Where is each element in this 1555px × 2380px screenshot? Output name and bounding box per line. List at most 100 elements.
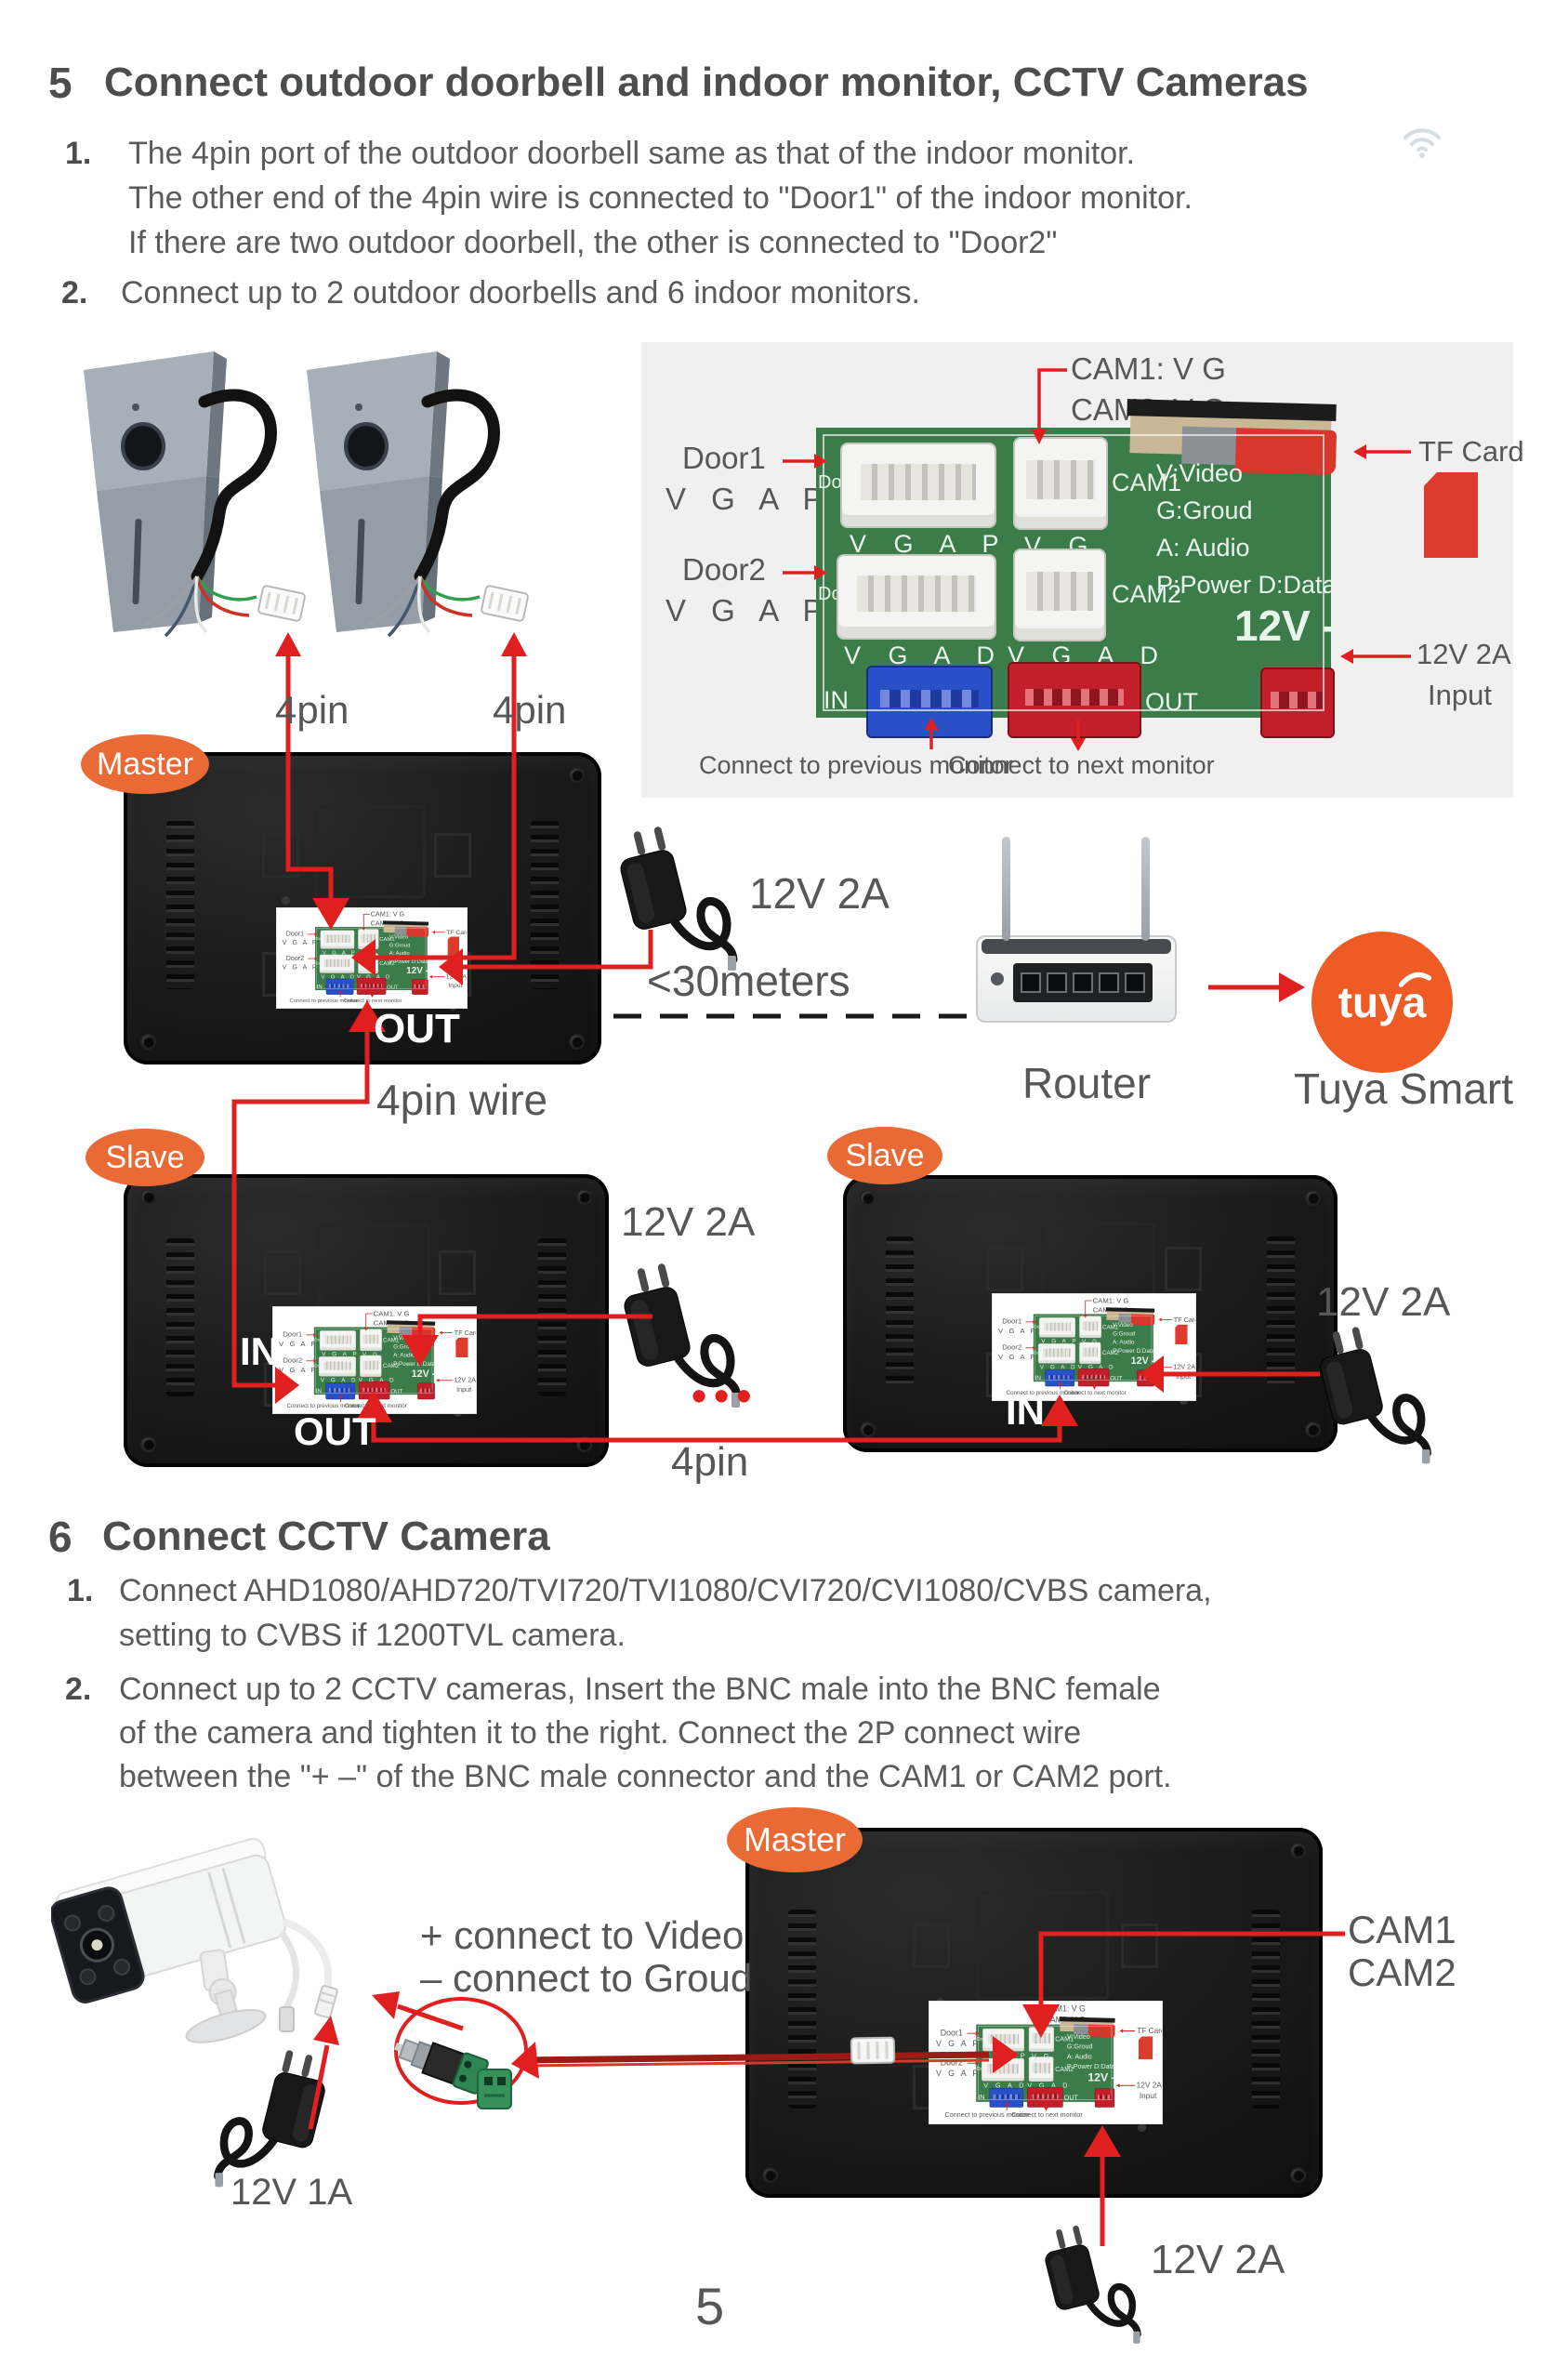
tf-card-icon	[455, 1337, 468, 1358]
door1-label: Door1	[1002, 1316, 1022, 1326]
in-pins-silk: V G A D	[1039, 1364, 1078, 1371]
tuya-arc-icon	[1399, 972, 1432, 987]
legend-power-data: P:Power D:Data	[389, 958, 428, 965]
mount-slot	[439, 1250, 477, 1295]
outdoor-doorbell-1	[65, 337, 335, 648]
power-adapter-illustration	[1320, 1327, 1431, 1464]
in-pins-silk: V G A D	[983, 2081, 1027, 2089]
legend-audio: A: Audio	[1156, 534, 1250, 562]
power-adapter-illustration	[214, 2050, 325, 2188]
pcb-cam2-silk: CAM2	[1101, 1349, 1119, 1356]
wiring-diagram: CAM1: V G CAM2: V G Door1 V G A P Door2 …	[929, 2002, 1162, 2123]
section6-title: Connect CCTV Camera	[102, 1514, 550, 1559]
wiring-diagram: CAM1: V G CAM2: V G Door1 V G A P Door2 …	[993, 1294, 1195, 1400]
screw-icon	[1292, 1844, 1304, 1857]
in-connector	[325, 978, 354, 995]
cam1-pins-silk: V G	[1082, 1339, 1100, 1345]
cam1-pins-silk: V G	[1032, 2052, 1051, 2059]
bnc-connector-detail	[394, 1997, 528, 2109]
cam2-connector	[1079, 1342, 1101, 1365]
in-port-label: IN	[1006, 1389, 1045, 1433]
router	[976, 837, 1177, 1023]
in-label: IN	[824, 686, 849, 714]
instruction-line: Connect AHD1080/AHD720/TVI720/TVI1080/CV…	[119, 1573, 1212, 1608]
master-badge-2: Master	[727, 1807, 863, 1872]
door2-label: Door2	[285, 954, 305, 962]
pcb-12v-silk: 12V -	[411, 1368, 436, 1380]
power-adapter-illustration	[1045, 2225, 1141, 2344]
cam1-pins-label: CAM1: V G	[1044, 2003, 1086, 2014]
instruction-line: setting to CVBS if 1200TVL camera.	[119, 1618, 626, 1653]
pin-hole	[281, 895, 290, 905]
out-label: OUT	[387, 984, 399, 990]
instruction-line: Connect up to 2 CCTV cameras, Insert the…	[119, 1672, 1161, 1707]
antenna-icon	[1141, 837, 1150, 941]
out-port-label: OUT	[374, 1006, 460, 1051]
in-label: IN	[316, 983, 323, 990]
mount-slot	[1164, 1247, 1202, 1292]
pcb-cam2-silk: CAM2	[1112, 580, 1182, 608]
bnc-plus-note: + connect to Video	[420, 1913, 745, 1957]
power-adapter-master	[602, 826, 742, 979]
prev-monitor-label: Connect to previous monitor	[944, 2110, 1029, 2119]
out-connector	[1008, 662, 1141, 738]
out-pins-silk: V G A D	[1027, 2081, 1071, 2089]
cam1-port-label: CAM1	[1348, 1908, 1456, 1951]
slave1-wiring-label: CAM1: V G CAM2: V G Door1 V G A P Door2 …	[273, 1307, 476, 1414]
page-number: 5	[695, 2277, 725, 2335]
in-pins-silk: V G A D	[321, 973, 357, 980]
bracket-outline	[317, 1223, 430, 1312]
out-label: OUT	[390, 1387, 403, 1395]
bnc-male-connector	[394, 2038, 489, 2095]
power-connector	[1094, 2088, 1115, 2108]
out-label: OUT	[1110, 1374, 1123, 1382]
board-annotation-arrows	[783, 368, 1411, 751]
in-label: IN	[1034, 1374, 1041, 1382]
tf-card-label: TF Card	[1418, 435, 1524, 468]
in-label: IN	[978, 2093, 985, 2101]
legend-power-data: P:Power D:Data	[1156, 571, 1337, 599]
router-button	[991, 972, 1004, 985]
wan-port	[1125, 972, 1145, 993]
out-connector	[1077, 1368, 1110, 1387]
legend-ground: G:Groud	[1156, 496, 1253, 524]
power-input-label: 12V 2A	[1417, 638, 1511, 670]
screw-icon	[764, 2169, 776, 2181]
prev-monitor-label: Connect to previous monitor	[286, 1402, 361, 1409]
vent-slats	[538, 1238, 566, 1397]
master2-wiring-label: CAM1: V G CAM2: V G Door1 V G A P Door2 …	[929, 2002, 1162, 2123]
pcb-cam1-silk: CAM1	[1055, 2035, 1074, 2043]
vent-slats	[886, 1236, 914, 1386]
tf-card-icon	[1424, 472, 1478, 558]
lan-port	[1021, 972, 1041, 993]
pcb-cam1-silk: CAM1	[382, 1336, 400, 1343]
legend-video: V:Video	[1113, 1321, 1133, 1329]
cam1-pins-label: CAM1: V G	[1092, 1296, 1129, 1304]
door1-pin-names: V G A P	[665, 482, 832, 516]
out-pins-silk: V G A D	[358, 1377, 397, 1384]
door1-label: Door1	[285, 930, 305, 938]
tuya-logo: tuya	[1311, 932, 1453, 1073]
door2-pin-names: V G A P	[998, 1352, 1037, 1361]
item-number: 1.	[65, 136, 92, 171]
instruction-line: The 4pin port of the outdoor doorbell sa…	[128, 136, 1136, 171]
in-label: IN	[315, 1387, 322, 1395]
wiring-panel: CAM1: V G CAM2: V G Door1 V G A P Door2 …	[641, 342, 1524, 798]
screw-icon	[571, 1036, 583, 1048]
screw-icon	[578, 1438, 590, 1450]
tuya-smart-label: Tuya Smart	[1294, 1064, 1514, 1113]
pcb-cam1-silk: CAM1	[1112, 469, 1182, 496]
cctv-camera-illustration	[51, 1838, 338, 2043]
next-monitor-label: Connect to next monitor	[948, 751, 1215, 779]
slave-badge-1: Slave	[86, 1129, 204, 1186]
item-number: 1.	[67, 1573, 94, 1608]
tf-card-label: TF Card	[1173, 1316, 1195, 1324]
outdoor-doorbell-2	[288, 337, 558, 648]
in-port-label: IN	[240, 1329, 279, 1373]
wifi-icon	[1403, 128, 1441, 158]
prev-monitor-label: Connect to previous monitor	[1006, 1389, 1080, 1396]
cam1-pins-label: CAM1: V G	[373, 1309, 410, 1317]
power-input-word: Input	[1139, 2091, 1157, 2100]
door2-pin-names: V G A P	[282, 962, 319, 971]
cam1-connector	[1013, 437, 1108, 530]
